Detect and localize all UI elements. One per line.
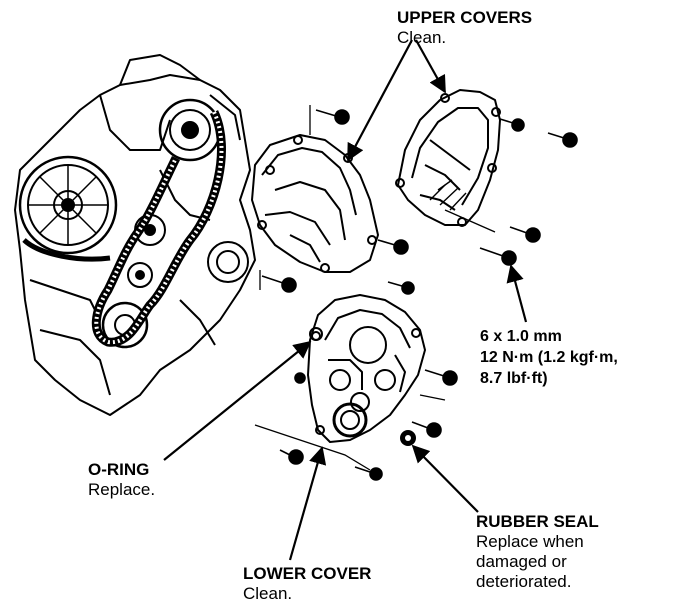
upper-covers-title: UPPER COVERS [397,8,533,27]
leader-lines [163,39,528,561]
upper-covers-note: Clean. [397,28,447,47]
rubber-seal-note-3: deteriorated. [476,572,572,591]
o-ring-note: Replace. [88,480,156,499]
bolt-spec-line-3: 8.7 lbf·ft) [480,370,548,387]
rubber-seal-note-2: damaged or [476,552,567,571]
o-ring [309,327,323,341]
o-ring-label: O-RING Replace. [88,460,155,500]
bolt-spec-line-1: 6 x 1.0 mm [480,328,562,345]
bolt-torque-spec: 6 x 1.0 mm 12 N·m (1.2 kgf·m, 8.7 lbf·ft… [480,326,618,389]
bolt-spec-line-2: 12 N·m (1.2 kgf·m, [480,349,618,366]
bolts [261,109,578,481]
lower-cover-note: Clean. [243,584,293,603]
lower-cover-label: LOWER COVER Clean. [243,564,371,604]
lower-cover [307,294,426,443]
rubber-seal-title: RUBBER SEAL [476,512,599,531]
upper-covers-label: UPPER COVERS Clean. [397,8,532,48]
upper-cover-front [251,134,379,273]
o-ring-title: O-RING [88,460,150,479]
rubber-seal-label: RUBBER SEAL Replace when damaged or dete… [476,512,599,592]
upper-cover-rear [395,89,501,227]
lower-cover-title: LOWER COVER [243,564,372,583]
rubber-seal-note-1: Replace when [476,532,584,551]
